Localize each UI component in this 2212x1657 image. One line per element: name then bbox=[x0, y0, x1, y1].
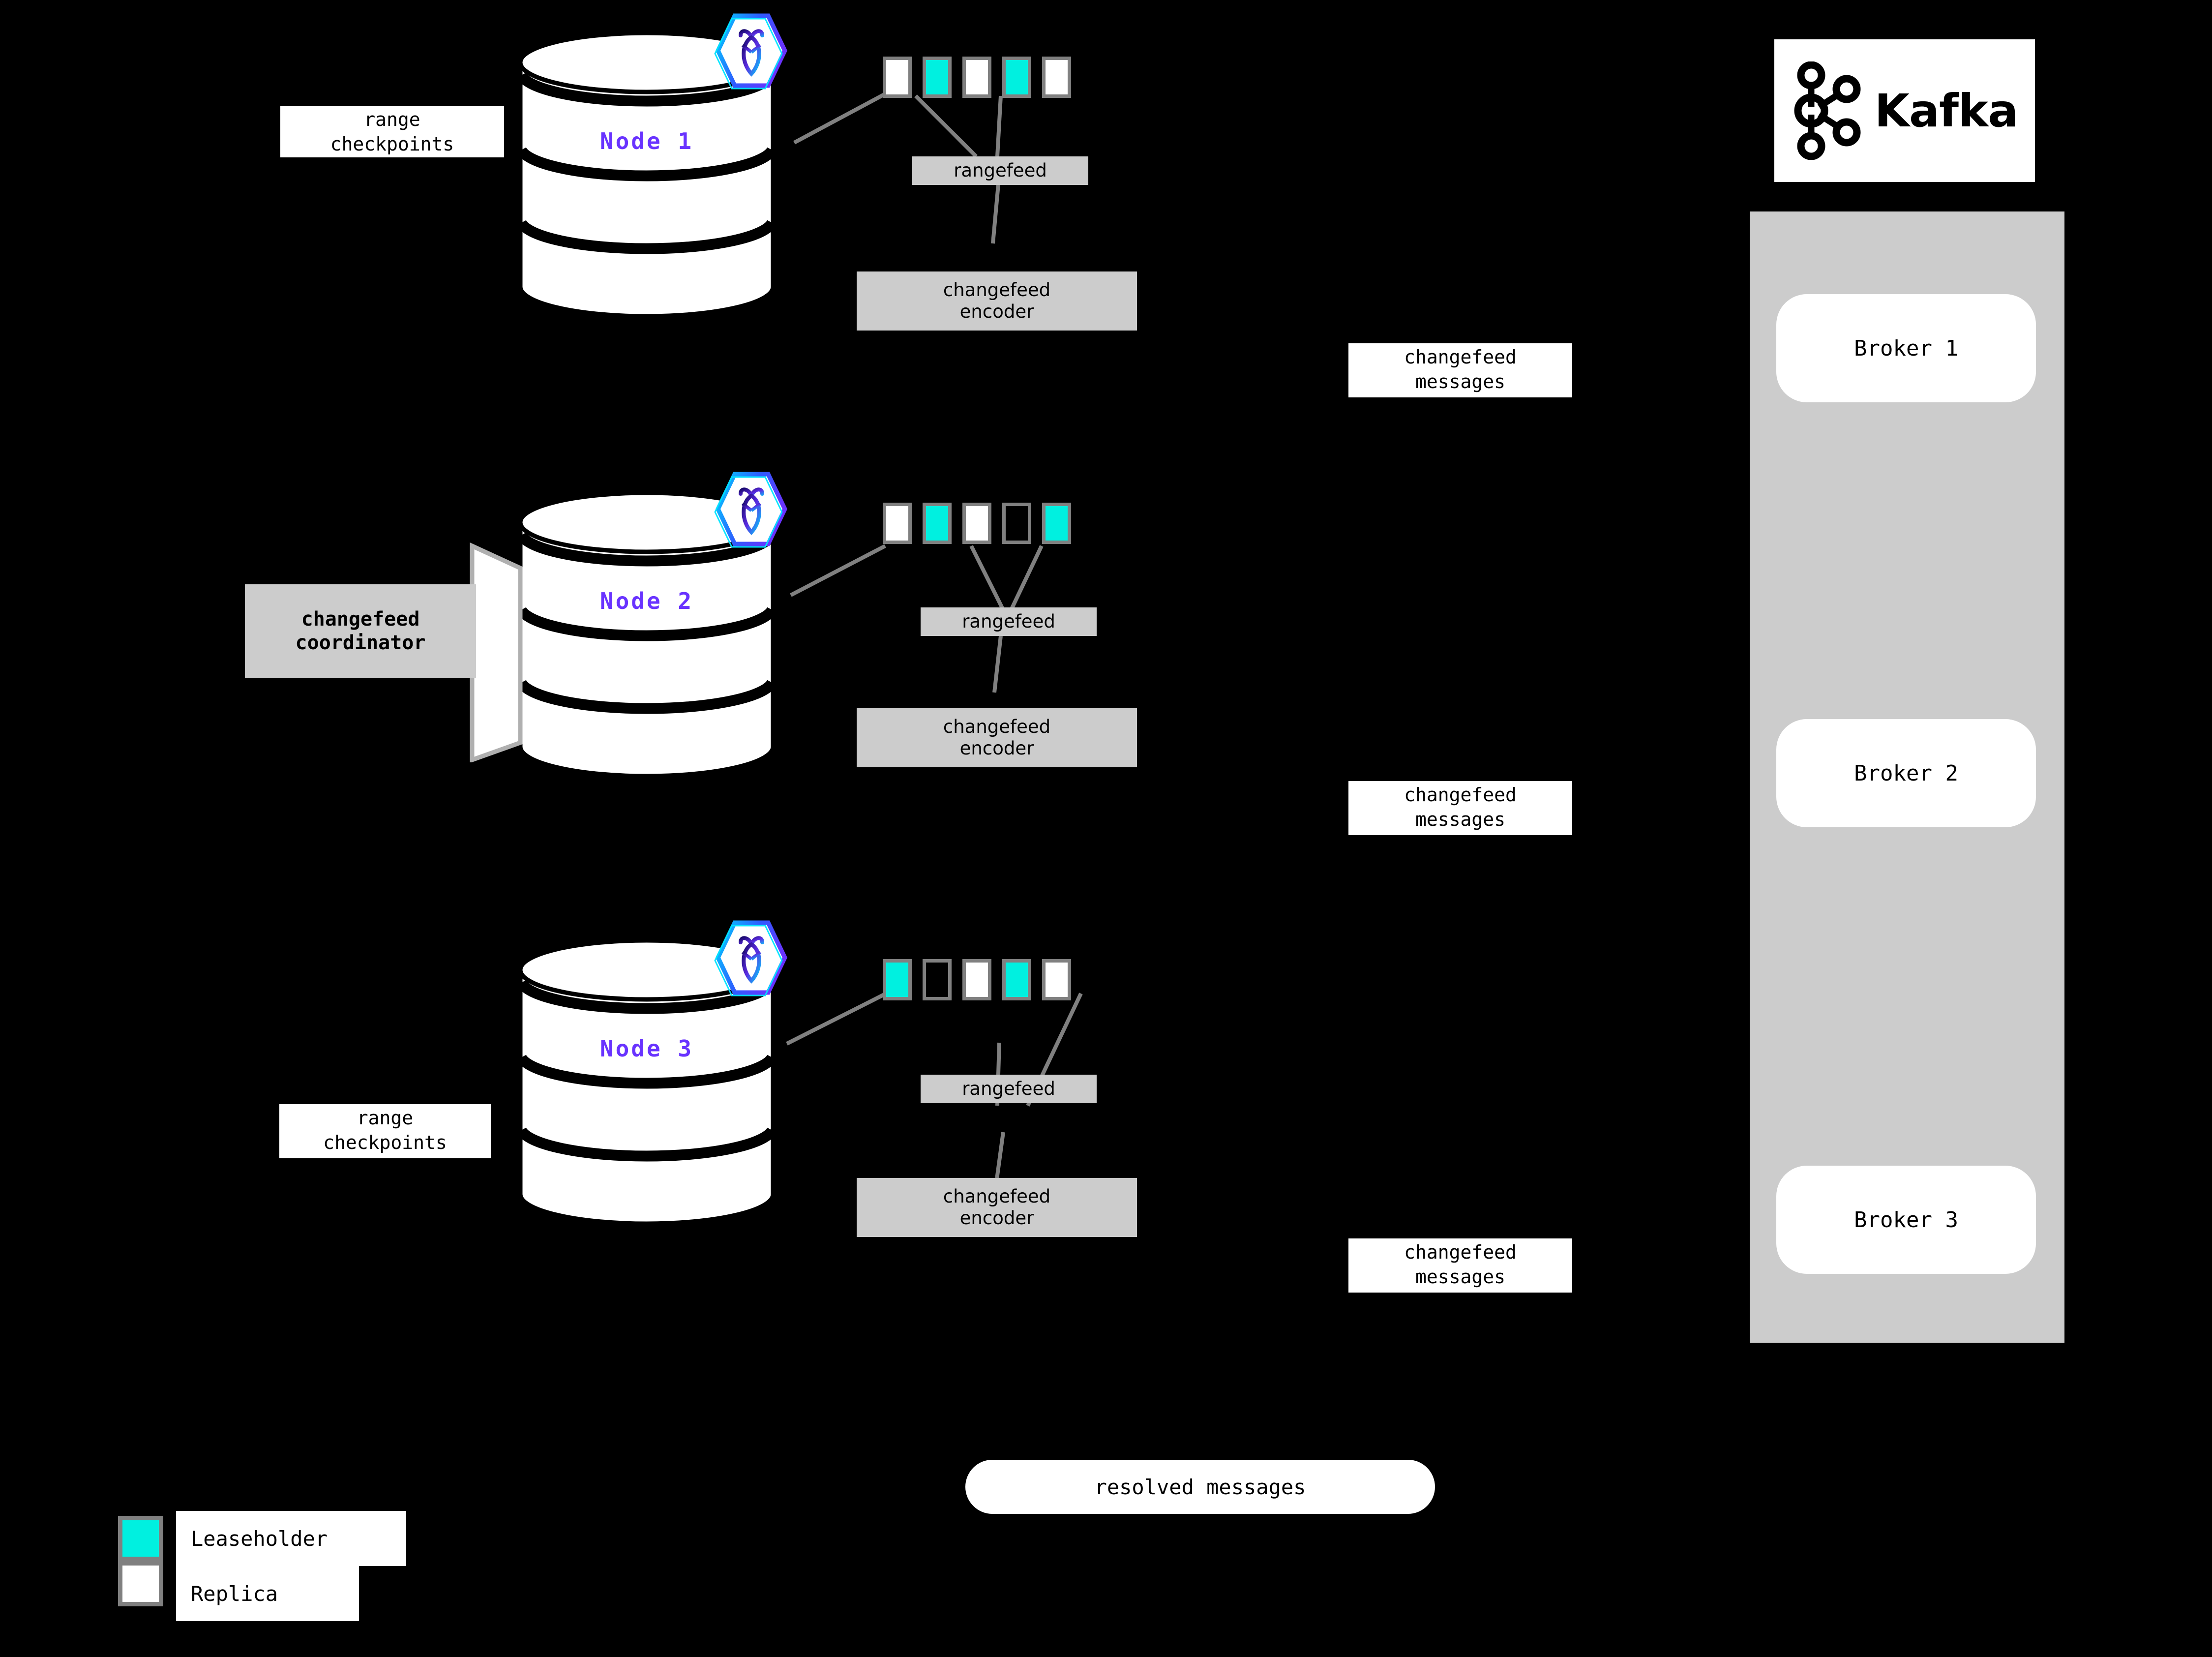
node3-range-checkpoints-label: range checkpoints bbox=[279, 1104, 491, 1158]
node2-rangefeed-label: rangefeed bbox=[962, 611, 1055, 633]
changefeed-messages-1-line1: changefeed bbox=[1404, 346, 1517, 368]
node3-cylinder: Node 3 bbox=[516, 934, 777, 1230]
changefeed-coordinator-flag-icon bbox=[470, 542, 523, 762]
kafka-logo-box: Kafka bbox=[1774, 39, 2035, 182]
changefeed-messages-2-line2: messages bbox=[1415, 809, 1506, 830]
range-box[interactable] bbox=[1002, 57, 1031, 98]
cockroachdb-hexagon-icon bbox=[712, 9, 791, 92]
changefeed-coordinator-line2: coordinator bbox=[295, 632, 426, 654]
node3-encoder-label-line1: changefeed bbox=[943, 1186, 1051, 1207]
node3-range-checkpoints-text-line1: range bbox=[357, 1107, 414, 1129]
node1-changefeed-encoder-box[interactable]: changefeed encoder bbox=[857, 271, 1137, 331]
changefeed-coordinator-box[interactable]: changefeed coordinator bbox=[245, 584, 476, 678]
legend-label-leaseholder: Leaseholder bbox=[176, 1511, 406, 1566]
range-box[interactable] bbox=[883, 57, 912, 98]
changefeed-messages-2-line1: changefeed bbox=[1404, 784, 1517, 806]
node3-rangefeed-label: rangefeed bbox=[962, 1078, 1055, 1100]
node3-range-row bbox=[883, 959, 1071, 1000]
changefeed-messages-label-1: changefeed messages bbox=[1348, 343, 1572, 397]
node1-range-checkpoints-text-line2: checkpoints bbox=[330, 133, 454, 155]
range-box[interactable] bbox=[923, 959, 952, 1000]
kafka-wordmark: Kafka bbox=[1874, 84, 2019, 137]
range-box[interactable] bbox=[883, 503, 912, 544]
range-box[interactable] bbox=[923, 503, 952, 544]
changefeed-messages-3-line1: changefeed bbox=[1404, 1241, 1517, 1263]
node2-changefeed-encoder-box[interactable]: changefeed encoder bbox=[857, 708, 1137, 767]
node2-range-row bbox=[883, 503, 1071, 544]
range-box[interactable] bbox=[962, 503, 991, 544]
changefeed-messages-label-2: changefeed messages bbox=[1348, 781, 1572, 835]
legend-swatch-leaseholder bbox=[118, 1516, 163, 1561]
resolved-messages-pill: resolved messages bbox=[965, 1460, 1435, 1514]
legend-label-replica: Replica bbox=[176, 1566, 359, 1621]
changefeed-messages-label-3: changefeed messages bbox=[1348, 1238, 1572, 1293]
node3-range-checkpoints-text-line2: checkpoints bbox=[323, 1132, 447, 1153]
broker-1-label: Broker 1 bbox=[1854, 335, 1958, 361]
legend-leaseholder-text: Leaseholder bbox=[191, 1526, 328, 1551]
node1-range-checkpoints-label: range checkpoints bbox=[280, 106, 504, 157]
range-box[interactable] bbox=[923, 57, 952, 98]
node1-range-row bbox=[883, 57, 1071, 98]
legend-replica-text: Replica bbox=[191, 1581, 278, 1606]
node1-range-checkpoints-text-line1: range bbox=[364, 109, 420, 130]
range-box[interactable] bbox=[1002, 959, 1031, 1000]
node2-encoder-label-line2: encoder bbox=[959, 738, 1034, 759]
broker-3-label: Broker 3 bbox=[1854, 1207, 1958, 1233]
broker-3[interactable]: Broker 3 bbox=[1776, 1166, 2036, 1274]
resolved-messages-label: resolved messages bbox=[1094, 1475, 1306, 1499]
range-box[interactable] bbox=[1042, 959, 1071, 1000]
node2-encoder-label-line1: changefeed bbox=[943, 716, 1051, 738]
cockroachdb-hexagon-icon bbox=[712, 467, 791, 551]
node1-encoder-label-line1: changefeed bbox=[943, 279, 1051, 301]
range-box[interactable] bbox=[1002, 503, 1031, 544]
node1-rangefeed-label: rangefeed bbox=[954, 160, 1047, 181]
node3-encoder-label-line2: encoder bbox=[959, 1207, 1034, 1229]
changefeed-coordinator-line1: changefeed bbox=[301, 608, 420, 631]
broker-2-label: Broker 2 bbox=[1854, 760, 1958, 786]
range-box[interactable] bbox=[1042, 57, 1071, 98]
broker-1[interactable]: Broker 1 bbox=[1776, 294, 2036, 402]
node2-rangefeed-box[interactable]: rangefeed bbox=[921, 607, 1097, 636]
range-box[interactable] bbox=[883, 959, 912, 1000]
range-box[interactable] bbox=[962, 57, 991, 98]
cockroachdb-hexagon-icon bbox=[712, 916, 791, 999]
node3-changefeed-encoder-box[interactable]: changefeed encoder bbox=[857, 1178, 1137, 1237]
node1-rangefeed-box[interactable]: rangefeed bbox=[912, 156, 1088, 185]
node3-rangefeed-box[interactable]: rangefeed bbox=[921, 1075, 1097, 1103]
changefeed-messages-3-line2: messages bbox=[1415, 1266, 1506, 1288]
legend-swatch-replica bbox=[118, 1561, 163, 1606]
node1-encoder-label-line2: encoder bbox=[959, 301, 1034, 322]
kafka-node-graph-icon bbox=[1794, 61, 1861, 160]
range-box[interactable] bbox=[962, 959, 991, 1000]
range-box[interactable] bbox=[1042, 503, 1071, 544]
broker-2[interactable]: Broker 2 bbox=[1776, 719, 2036, 827]
changefeed-messages-1-line2: messages bbox=[1415, 371, 1506, 392]
